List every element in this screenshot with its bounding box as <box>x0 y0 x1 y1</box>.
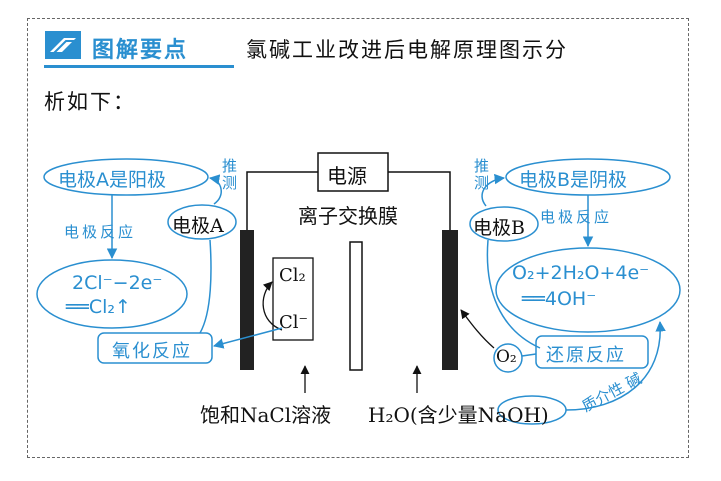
electrode-a-circle <box>167 204 237 240</box>
power-source-label: 电源 <box>327 164 367 188</box>
right-electrode-reaction-label: 电极反应 <box>540 208 613 226</box>
cl2-box <box>272 257 314 341</box>
cl-ion-label: Cl⁻ <box>279 312 309 333</box>
o2-label: O₂ <box>496 347 517 367</box>
reduction-to-equation-line <box>486 239 541 349</box>
electrode-b-label: 电极B <box>473 217 525 239</box>
cl-to-oxidation-arrow <box>212 327 283 349</box>
left-electrode-reaction-label: 电极反应 <box>64 223 137 241</box>
right-equation-line-2: ══4OH⁻ <box>522 288 597 310</box>
electrode-b-circle <box>469 206 539 242</box>
oxidation-reaction-label: 氧化反应 <box>112 341 192 362</box>
left-infer-label: 推测 <box>222 157 238 192</box>
water-solution-label: H₂O(含少量NaOH) <box>368 403 549 427</box>
cathode-conclusion: 电极B是阴极 <box>519 169 628 191</box>
wire-left <box>246 171 318 230</box>
power-source-box <box>317 152 389 192</box>
membrane-label: 离子交换膜 <box>298 204 398 228</box>
title-line-2: 析如下： <box>44 90 136 114</box>
electrode-b-plate <box>442 230 458 370</box>
reduction-reaction-label: 还原反应 <box>546 345 626 366</box>
section-badge: 图解要点 <box>92 38 189 63</box>
oxidation-box <box>97 332 213 364</box>
nacl-solution-label: 饱和NaCl溶液 <box>200 403 332 427</box>
electrode-a-infer-arrow <box>208 174 222 205</box>
book-icon <box>45 31 81 59</box>
o2-circle <box>493 343 523 373</box>
naoh-to-equation-arrow <box>565 320 666 411</box>
reduction-box <box>535 335 649 369</box>
left-equation-line-1: 2Cl⁻−2e⁻ <box>72 272 163 294</box>
title-line-1: 氯碱工业改进后电解原理图示分 <box>246 38 568 62</box>
right-infer-label: 推测 <box>474 157 490 192</box>
cl-to-cl2-arrow <box>262 281 283 331</box>
left-equation-oval <box>36 259 188 329</box>
dashed-frame <box>27 18 689 458</box>
left-equation-line-2: ══Cl₂↑ <box>66 296 131 318</box>
right-equation-line-1: O₂+2H₂O+4e⁻ <box>512 262 650 284</box>
right-equation-oval <box>495 247 681 333</box>
cl2-label: Cl₂ <box>279 265 306 286</box>
electrode-a-plate <box>240 230 254 370</box>
electrode-b-infer-arrow <box>481 173 506 207</box>
anode-conclusion-oval <box>43 158 209 196</box>
header-underline <box>44 65 234 68</box>
oxidation-to-equation-arrow <box>199 239 212 334</box>
o2-to-reduction-line <box>521 353 537 357</box>
ion-exchange-membrane <box>349 241 363 371</box>
wire-right <box>388 171 451 230</box>
electrode-a-label: 电极A <box>172 215 224 237</box>
anode-conclusion: 电极A是阳极 <box>58 169 166 191</box>
o2-to-electrode-arrow <box>460 309 495 349</box>
